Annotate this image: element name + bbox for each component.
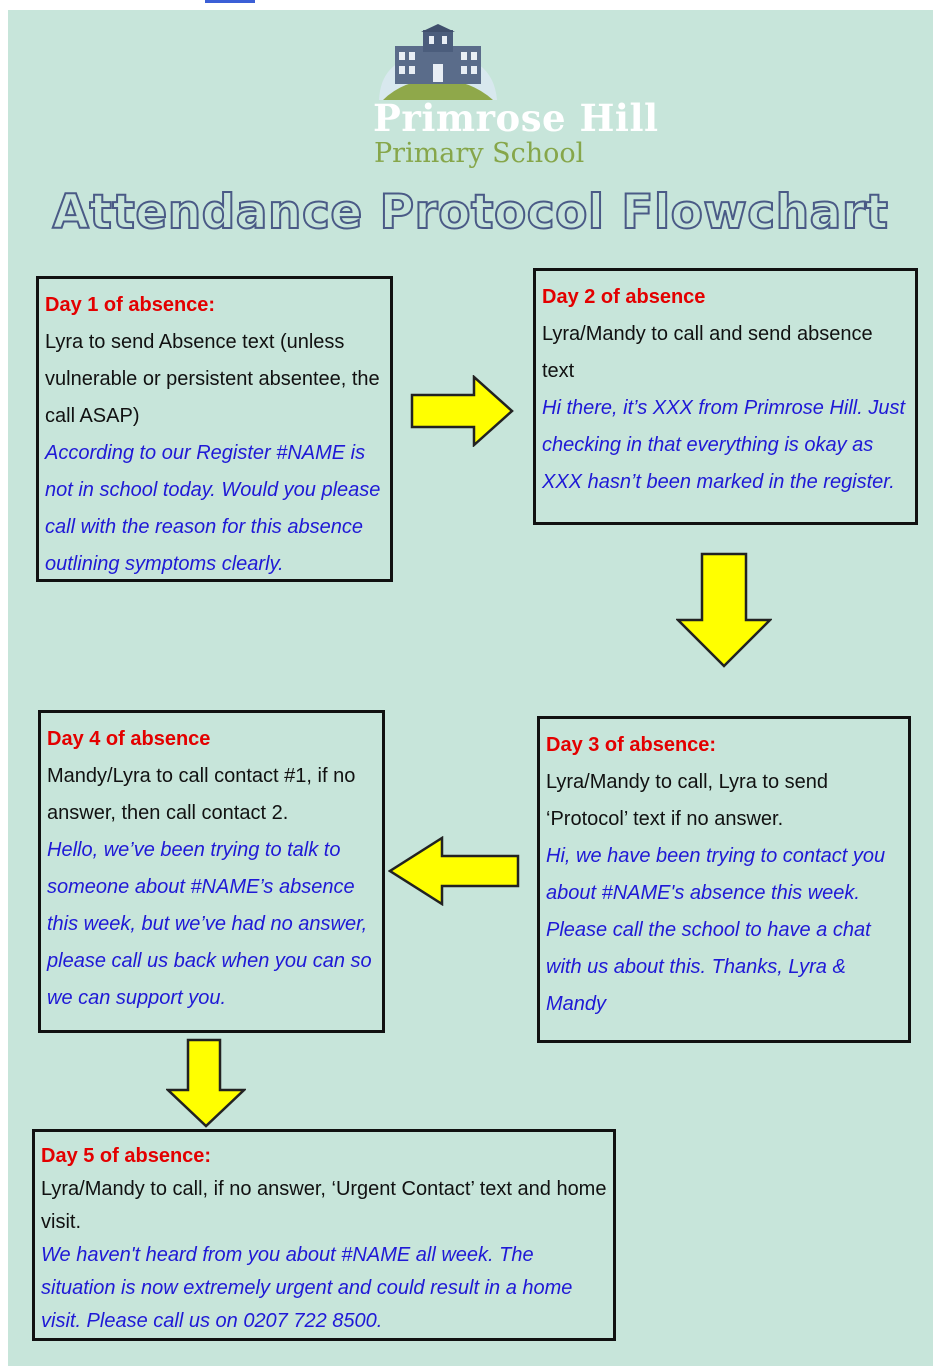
step-heading: Day 5 of absence: <box>41 1145 212 1167</box>
step-heading: Day 1 of absence: <box>45 294 216 316</box>
step-message: According to our Register #NAME is not i… <box>45 442 381 575</box>
step-instruction: Lyra/Mandy to call, if no answer, ‘Urgen… <box>41 1178 607 1233</box>
step-message: Hello, we’ve been trying to talk to some… <box>47 839 372 1009</box>
arrow-right-icon <box>410 375 514 447</box>
step-box-day-5: Day 5 of absence: Lyra/Mandy to call, if… <box>32 1129 616 1341</box>
school-name: Primrose Hill <box>373 96 659 140</box>
top-strip <box>0 0 940 10</box>
step-heading: Day 2 of absence <box>542 286 706 308</box>
step-heading: Day 3 of absence: <box>546 734 717 756</box>
step-instruction: Lyra/Mandy to call, Lyra to send ‘Protoc… <box>546 771 828 830</box>
school-subtitle: Primary School <box>374 138 585 169</box>
link-underline[interactable] <box>205 0 255 3</box>
step-message: Hi, we have been trying to contact you a… <box>546 845 886 1015</box>
step-box-day-2: Day 2 of absence Lyra/Mandy to call and … <box>533 268 918 525</box>
step-box-day-1: Day 1 of absence: Lyra to send Absence t… <box>36 276 393 582</box>
step-heading: Day 4 of absence <box>47 728 211 750</box>
arrow-down-icon <box>166 1038 246 1128</box>
step-instruction: Mandy/Lyra to call contact #1, if no ans… <box>47 765 356 824</box>
step-message: We haven't heard from you about #NAME al… <box>41 1244 573 1332</box>
step-box-day-4: Day 4 of absence Mandy/Lyra to call cont… <box>38 710 385 1033</box>
flowchart-poster: Primrose Hill Primary School Attendance … <box>8 10 933 1366</box>
arrow-down-icon <box>676 552 772 668</box>
page-title: Attendance Protocol Flowchart <box>52 184 889 241</box>
step-instruction: Lyra/Mandy to call and send absence text <box>542 323 873 382</box>
school-building-logo-icon <box>379 24 497 100</box>
step-message: Hi there, it’s XXX from Primrose Hill. J… <box>542 397 906 493</box>
step-box-day-3: Day 3 of absence: Lyra/Mandy to call, Ly… <box>537 716 911 1043</box>
step-instruction: Lyra to send Absence text (unless vulner… <box>45 331 380 427</box>
arrow-left-icon <box>388 836 520 906</box>
